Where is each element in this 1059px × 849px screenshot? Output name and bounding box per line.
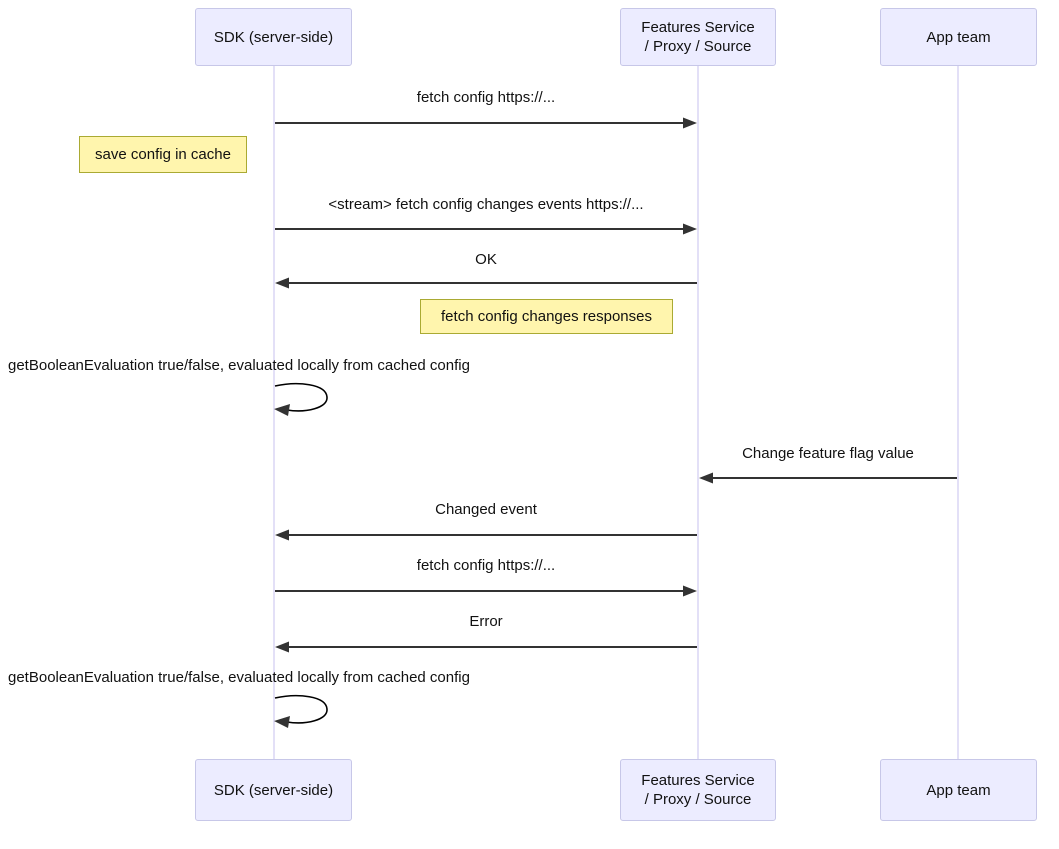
participant-box-features-top[interactable]: Features Service / Proxy / Source — [620, 8, 776, 66]
participant-box-features-bottom[interactable]: Features Service / Proxy / Source — [620, 759, 776, 821]
participant-box-app-bottom[interactable]: App team — [880, 759, 1037, 821]
message-self-loop-m9 — [274, 694, 328, 728]
lifeline-features — [697, 66, 699, 759]
message-arrow-m2 — [275, 223, 697, 235]
message-label-m3: OK — [475, 251, 497, 268]
message-label-m4: getBooleanEvaluation true/false, evaluat… — [8, 357, 470, 374]
message-arrow-m6 — [275, 529, 697, 541]
lifeline-app — [957, 66, 959, 759]
message-label-m2: <stream> fetch config changes events htt… — [328, 196, 644, 213]
message-label-m7: fetch config https://... — [416, 557, 556, 574]
message-arrow-m1 — [275, 117, 697, 129]
message-arrow-m7 — [275, 585, 697, 597]
participant-box-sdk-top[interactable]: SDK (server-side) — [195, 8, 352, 66]
message-label-m8: Error — [469, 613, 503, 630]
message-label-m9: getBooleanEvaluation true/false, evaluat… — [8, 669, 470, 686]
message-arrow-m3 — [275, 277, 697, 289]
message-arrow-m8 — [275, 641, 697, 653]
note-fetch-config-changes-responses[interactable]: fetch config changes responses — [420, 299, 673, 334]
message-self-loop-m4 — [274, 382, 328, 416]
message-label-m6: Changed event — [435, 501, 537, 518]
message-label-m1: fetch config https://... — [416, 89, 556, 106]
note-save-config-in-cache[interactable]: save config in cache — [79, 136, 247, 173]
message-arrow-m5 — [699, 472, 957, 484]
participant-box-app-top[interactable]: App team — [880, 8, 1037, 66]
lifeline-sdk — [273, 66, 275, 759]
message-label-m5: Change feature flag value — [742, 445, 914, 462]
participant-box-sdk-bottom[interactable]: SDK (server-side) — [195, 759, 352, 821]
